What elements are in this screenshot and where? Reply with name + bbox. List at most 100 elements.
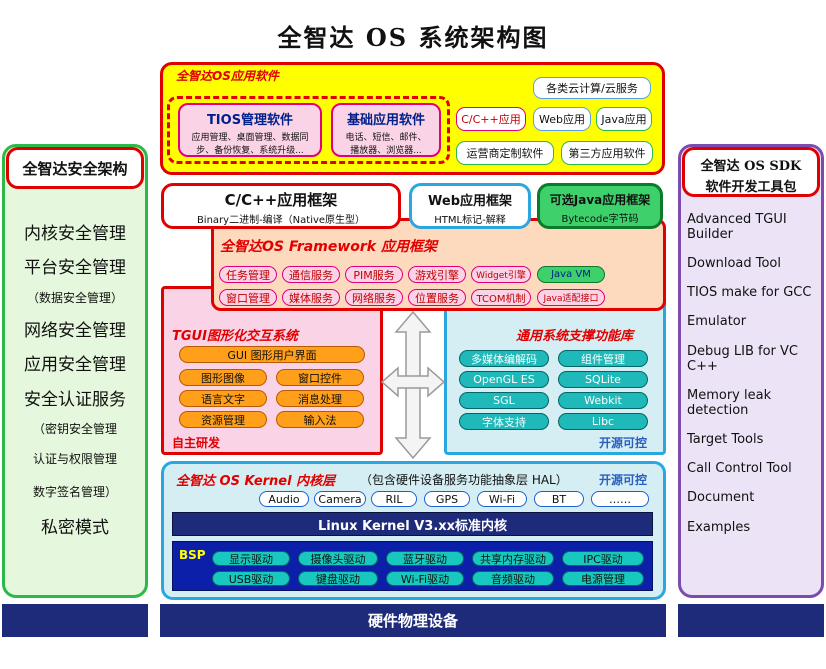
security-item: 私密模式 [41, 518, 109, 538]
cpp-framework: C/C++应用框架 Binary二进制-编译（Native原生型） [161, 183, 401, 229]
cloud-services: 各类云计算/云服务 [533, 77, 651, 99]
bsp-driver: 蓝牙驱动 [386, 551, 464, 566]
framework-service: 网络服务 [345, 289, 403, 306]
hal-module: Camera [314, 491, 366, 507]
tgui-item: 消息处理 [276, 390, 364, 407]
java-framework-sub: Bytecode字节码 [561, 214, 639, 225]
tgui-label: TGUI图形化交互系统 [172, 329, 298, 344]
security-item: 网络安全管理 [24, 321, 126, 341]
hal-module: GPS [424, 491, 470, 507]
bsp-driver: 音频驱动 [472, 571, 554, 586]
support-footer: 开源可控 [599, 436, 648, 450]
support-item: 字体支持 [459, 413, 549, 430]
framework-service: Widget引擎 [471, 266, 531, 283]
security-item: 应用安全管理 [24, 355, 126, 375]
framework-service: TCOM机制 [471, 289, 531, 306]
bsp-driver: 摄像头驱动 [298, 551, 378, 566]
security-item: 内核安全管理 [24, 224, 126, 244]
hardware-label: 硬件物理设备 [367, 612, 458, 630]
tios-desc: 步、备份恢复、系统升级... [196, 146, 304, 156]
hal-module: RIL [371, 491, 417, 507]
java-framework-title: 可选Java应用框架 [549, 193, 651, 207]
java-apps: Java应用 [596, 107, 652, 131]
hardware-right-bar [678, 604, 824, 637]
security-panel [2, 144, 148, 598]
bsp-driver: USB驱动 [212, 571, 290, 586]
sdk-title-line2: 软件开发工具包 [705, 180, 797, 195]
security-item: 平台安全管理 [24, 258, 126, 278]
web-apps: Web应用 [533, 107, 591, 131]
sdk-title-box: 全智达 OS SDK 软件开发工具包 [682, 147, 820, 197]
sdk-item: Memory leak detection [687, 388, 772, 418]
support-item: 组件管理 [558, 350, 648, 367]
sdk-item: Advanced TGUI Builder [687, 212, 787, 242]
framework-service: PIM服务 [345, 266, 403, 283]
hal-module: …… [591, 491, 649, 507]
bsp-driver: 电源管理 [562, 571, 644, 586]
framework-service: 窗口管理 [219, 289, 277, 306]
basic-app-desc: 电话、短信、邮件、 [345, 133, 427, 143]
basic-app-desc: 播放器、浏览器... [350, 146, 422, 156]
linux-kernel-label: Linux Kernel V3.xx标准内核 [317, 518, 508, 534]
tios-desc: 应用管理、桌面管理、数据同 [191, 133, 309, 143]
web-framework-sub: HTML标记-解释 [434, 215, 506, 226]
security-item: 安全认证服务 [24, 390, 126, 410]
basic-app-title: 基础应用软件 [346, 113, 425, 128]
linux-kernel-bar: Linux Kernel V3.xx标准内核 [172, 512, 653, 536]
java-framework: 可选Java应用框架 Bytecode字节码 [537, 183, 663, 229]
sdk-item: Document [687, 490, 755, 505]
bsp-driver: IPC驱动 [562, 551, 644, 566]
web-framework: Web应用框架 HTML标记-解释 [409, 183, 531, 229]
os-framework-label: 全智达OS Framework 应用框架 [220, 239, 437, 255]
sdk-title-line1: 全智达 OS SDK [700, 159, 802, 174]
security-item: （数据安全管理） [26, 291, 123, 305]
framework-service: Java适配接口 [537, 289, 605, 306]
bsp-driver: 键盘驱动 [298, 571, 378, 586]
support-item: 多媒体编解码 [459, 350, 549, 367]
bsp-driver: 显示驱动 [212, 551, 290, 566]
sdk-item: Download Tool [687, 256, 782, 271]
support-label: 通用系统支撑功能库 [516, 329, 634, 344]
hardware-bar: 硬件物理设备 [160, 604, 666, 637]
cpp-apps: C/C++应用 [456, 107, 526, 131]
arrows-icon [380, 310, 446, 460]
tgui-item: 窗口控件 [276, 369, 364, 386]
bsp-label: BSP [179, 548, 206, 562]
app-layer-label: 全智达OS应用软件 [176, 69, 279, 83]
page-title: 全智达 OS 系统架构图 [277, 23, 549, 52]
bsp-driver: Wi-Fi驱动 [386, 571, 464, 586]
kernel-label: 全智达 OS Kernel 内核层 [176, 474, 336, 489]
app-core-group [167, 96, 450, 164]
gui-item: GUI 图形用户界面 [179, 346, 365, 363]
sdk-panel [678, 144, 824, 598]
tgui-footer: 自主研发 [172, 436, 221, 450]
kernel-tag: 开源可控 [599, 473, 648, 487]
hardware-left-bar [2, 604, 148, 637]
tios-box: TIOS管理软件 应用管理、桌面管理、数据同 步、备份恢复、系统升级... [178, 103, 322, 157]
hal-module: Audio [259, 491, 309, 507]
security-item: （密钥安全管理 [32, 422, 117, 436]
web-framework-title: Web应用框架 [428, 194, 512, 209]
basic-app-box: 基础应用软件 电话、短信、邮件、 播放器、浏览器... [331, 103, 441, 157]
cpp-framework-title: C/C++应用框架 [224, 191, 338, 209]
security-title-box: 全智达安全架构 [6, 147, 144, 189]
framework-service: Java VM [537, 266, 605, 283]
support-item: Libc [558, 413, 648, 430]
sdk-item: Emulator [687, 314, 747, 329]
tgui-item: 图形图像 [179, 369, 267, 386]
framework-service: 媒体服务 [282, 289, 340, 306]
support-item: SQLite [558, 371, 648, 388]
bsp-driver: 共享内存驱动 [472, 551, 554, 566]
sdk-item: Examples [687, 520, 751, 535]
framework-service: 通信服务 [282, 266, 340, 283]
cpp-framework-sub: Binary二进制-编译（Native原生型） [196, 215, 366, 226]
tgui-item: 资源管理 [179, 411, 267, 428]
support-item: Webkit [558, 392, 648, 409]
security-title: 全智达安全架构 [22, 159, 128, 178]
hal-module: Wi-Fi [477, 491, 527, 507]
third-party-software: 第三方应用软件 [561, 141, 653, 165]
sdk-item: Target Tools [687, 432, 764, 447]
horizontal-arrow-icon [380, 366, 446, 398]
tgui-item: 语言文字 [179, 390, 267, 407]
tgui-item: 输入法 [276, 411, 364, 428]
